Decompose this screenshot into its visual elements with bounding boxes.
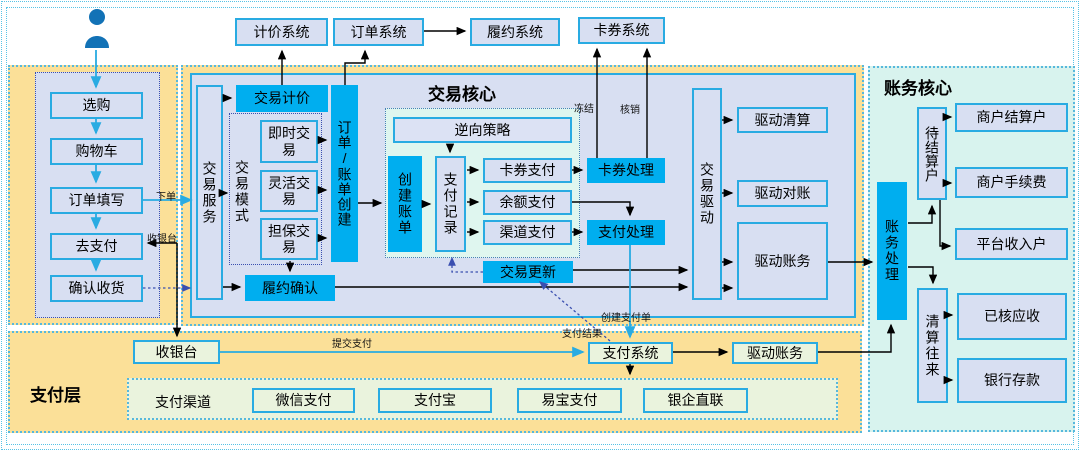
trade-core-title: 交易核心 (428, 85, 496, 104)
node-merchant-settle: 商户结算户 (955, 103, 1068, 132)
trade-mode-label: 交易模式 (234, 160, 250, 224)
node-guaranteed-trade: 担保交易 (260, 218, 318, 260)
node-drive-clearing: 驱动清算 (737, 107, 828, 133)
node-coupon-pay: 卡券支付 (483, 158, 572, 183)
edge-label-cashier: 收银台 (147, 234, 177, 245)
node-pay-system: 支付系统 (588, 342, 673, 364)
node-alipay: 支付宝 (378, 388, 492, 413)
node-verified-receivable: 已核应收 (957, 293, 1067, 340)
node-coupon-process: 卡券处理 (587, 158, 665, 183)
node-bank-deposit: 银行存款 (957, 358, 1067, 403)
node-yeepay: 易宝支付 (517, 388, 622, 413)
node-platform-income: 平台收入户 (955, 228, 1068, 260)
node-go-pay: 去支付 (50, 233, 143, 260)
node-trade-drive: 交易驱动 (692, 88, 722, 300)
node-pending-settle: 待结算户 (917, 107, 947, 200)
node-flexible-trade: 灵活交易 (260, 170, 318, 212)
node-confirm-receipt: 确认收货 (50, 275, 143, 302)
node-trade-pricing: 交易计价 (236, 85, 328, 112)
node-bank-direct: 银企直联 (643, 388, 748, 413)
user-icon (83, 8, 111, 48)
edge-label-writeoff: 核销 (620, 105, 640, 116)
node-trade-service: 交易服务 (196, 85, 223, 300)
node-merchant-fee: 商户手续费 (955, 167, 1068, 198)
node-wechat-pay: 微信支付 (252, 388, 355, 413)
node-drive-accounting: 驱动账务 (737, 222, 828, 300)
edge-label-place-order: 下单 (156, 192, 176, 203)
node-channel-pay: 渠道支付 (483, 220, 572, 245)
edge-label-create-pay-bill: 创建支付单 (601, 313, 651, 324)
node-balance-pay: 余额支付 (483, 190, 572, 215)
node-pricing-system: 计价系统 (235, 18, 328, 46)
node-drive-recon: 驱动对账 (737, 180, 828, 207)
node-cart: 购物车 (50, 138, 143, 165)
edge-label-submit-pay: 提交支付 (332, 339, 372, 350)
node-pay-process: 支付处理 (587, 220, 665, 245)
node-pay-record: 支付记录 (435, 156, 466, 252)
node-cashier: 收银台 (133, 340, 220, 364)
node-order-system: 订单系统 (333, 18, 424, 46)
node-clearing-current: 清算往来 (917, 288, 948, 403)
node-browse: 选购 (50, 92, 143, 119)
node-fulfill-confirm: 履约确认 (245, 275, 335, 301)
node-order-bill-create: 订单/账单创建 (331, 85, 358, 262)
node-trade-update: 交易更新 (483, 261, 573, 283)
account-core-title: 账务核心 (884, 79, 952, 98)
edge-label-freeze: 冻结 (574, 104, 594, 115)
pay-channels-label: 支付渠道 (155, 394, 211, 410)
node-order-fill: 订单填写 (50, 187, 143, 214)
pay-layer-title: 支付层 (30, 386, 81, 405)
node-reverse-strategy: 逆向策略 (393, 117, 572, 143)
node-instant-trade: 即时交易 (260, 120, 318, 163)
node-fulfillment-system: 履约系统 (470, 18, 560, 46)
node-coupon-system: 卡券系统 (578, 17, 665, 44)
edge-label-pay-result: 支付结果 (562, 329, 602, 340)
node-pay-drive-accounting: 驱动账务 (732, 342, 818, 364)
node-accounting-process: 账务处理 (877, 182, 907, 320)
node-create-bill: 创建账单 (388, 156, 422, 252)
